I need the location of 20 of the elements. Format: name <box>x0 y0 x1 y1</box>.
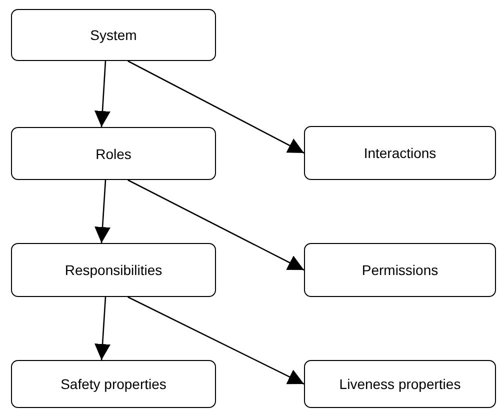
process-box <box>11 243 216 297</box>
process-box <box>304 126 496 180</box>
process-box <box>11 360 216 408</box>
box-label: System <box>90 27 137 43</box>
arrow <box>128 179 304 271</box>
box-label: Permissions <box>362 262 438 278</box>
box-label: Safety properties <box>60 376 166 392</box>
arrow <box>128 60 304 154</box>
box-label: Liveness properties <box>339 376 461 392</box>
arrow <box>128 296 304 385</box>
process-box <box>304 243 496 297</box>
box-label: Interactions <box>364 145 436 161</box>
process-box <box>11 127 216 180</box>
box-label: Roles <box>96 146 132 162</box>
box-label: Responsibilities <box>64 262 162 278</box>
arrow <box>94 296 110 360</box>
process-box <box>11 9 216 61</box>
process-box <box>304 360 496 408</box>
arrow <box>94 60 110 128</box>
arrow <box>94 180 110 244</box>
